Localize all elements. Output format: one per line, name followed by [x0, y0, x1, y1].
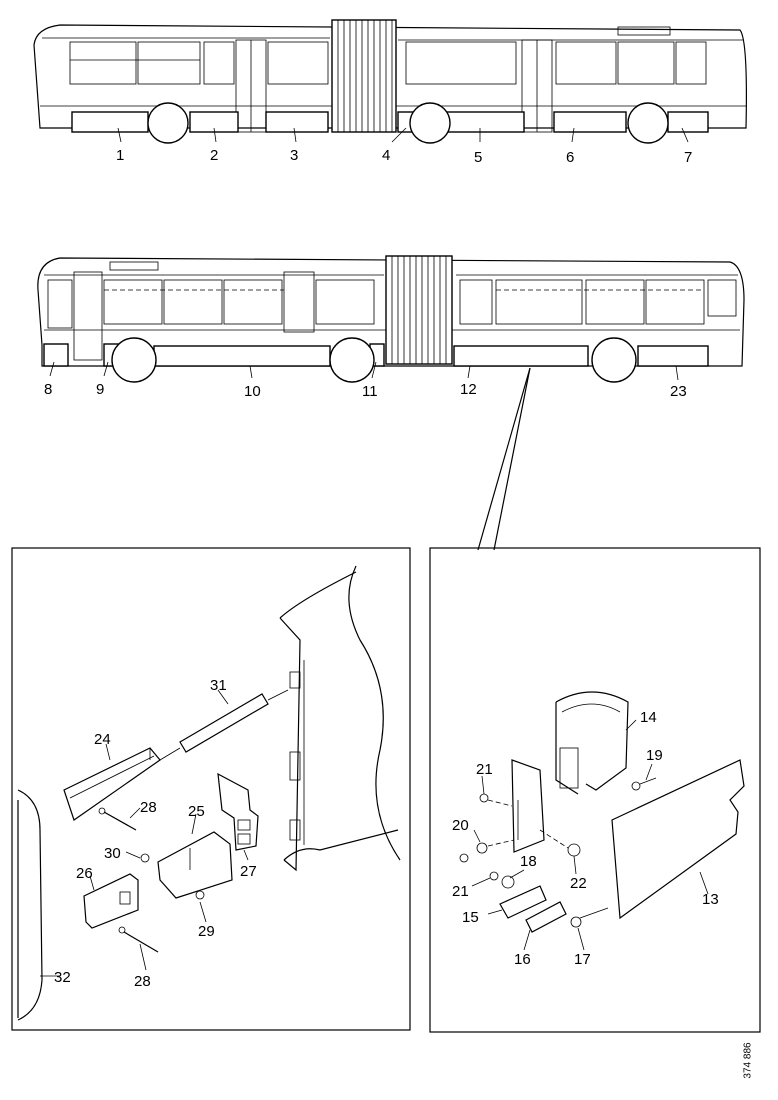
callout-26: 26 [76, 865, 93, 882]
reference-code: 374 886 [743, 1035, 772, 1095]
callout-21-upper: 21 [476, 761, 493, 778]
callout-28-upper: 28 [140, 799, 157, 816]
callout-17: 17 [574, 951, 591, 968]
callout-24: 24 [94, 731, 111, 748]
callout-10: 10 [244, 383, 261, 400]
callout-19: 19 [646, 747, 663, 764]
callout-21-lower: 21 [452, 883, 469, 900]
callout-1: 1 [116, 147, 124, 164]
top-bus-labels: 1 2 3 4 5 6 7 [116, 147, 692, 166]
middle-bus-illustration [37, 255, 745, 551]
right-detail-panel [429, 547, 761, 1033]
callout-30: 30 [104, 845, 121, 862]
callout-16: 16 [514, 951, 531, 968]
callout-13: 13 [702, 891, 719, 908]
top-bus-illustration [33, 19, 747, 144]
left-detail-labels: 31 24 28 25 30 27 26 29 28 32 [54, 677, 257, 990]
callout-4: 4 [382, 147, 390, 164]
callout-23: 23 [670, 383, 687, 400]
callout-20: 20 [452, 817, 469, 834]
callout-25: 25 [188, 803, 205, 820]
callout-11: 11 [362, 383, 378, 400]
callout-32: 32 [54, 969, 71, 986]
callout-14: 14 [640, 709, 657, 726]
callout-6: 6 [566, 149, 574, 166]
callout-28-lower: 28 [134, 973, 151, 990]
callout-29: 29 [198, 923, 215, 940]
callout-27: 27 [240, 863, 257, 880]
callout-31: 31 [210, 677, 227, 694]
left-detail-panel [11, 547, 411, 1031]
callout-7: 7 [684, 149, 692, 166]
callout-3: 3 [290, 147, 298, 164]
callout-12: 12 [460, 381, 477, 398]
middle-bus-labels: 8 9 10 11 12 23 [44, 381, 687, 400]
callout-8: 8 [44, 381, 52, 398]
callout-15: 15 [462, 909, 479, 926]
reference-code-text: 374 886 [742, 1042, 754, 1079]
callout-2: 2 [210, 147, 218, 164]
right-detail-labels: 14 21 19 20 18 22 21 13 15 16 17 [452, 709, 719, 968]
callout-22: 22 [570, 875, 587, 892]
callout-5: 5 [474, 149, 482, 166]
callout-18: 18 [520, 853, 537, 870]
callout-9: 9 [96, 381, 104, 398]
